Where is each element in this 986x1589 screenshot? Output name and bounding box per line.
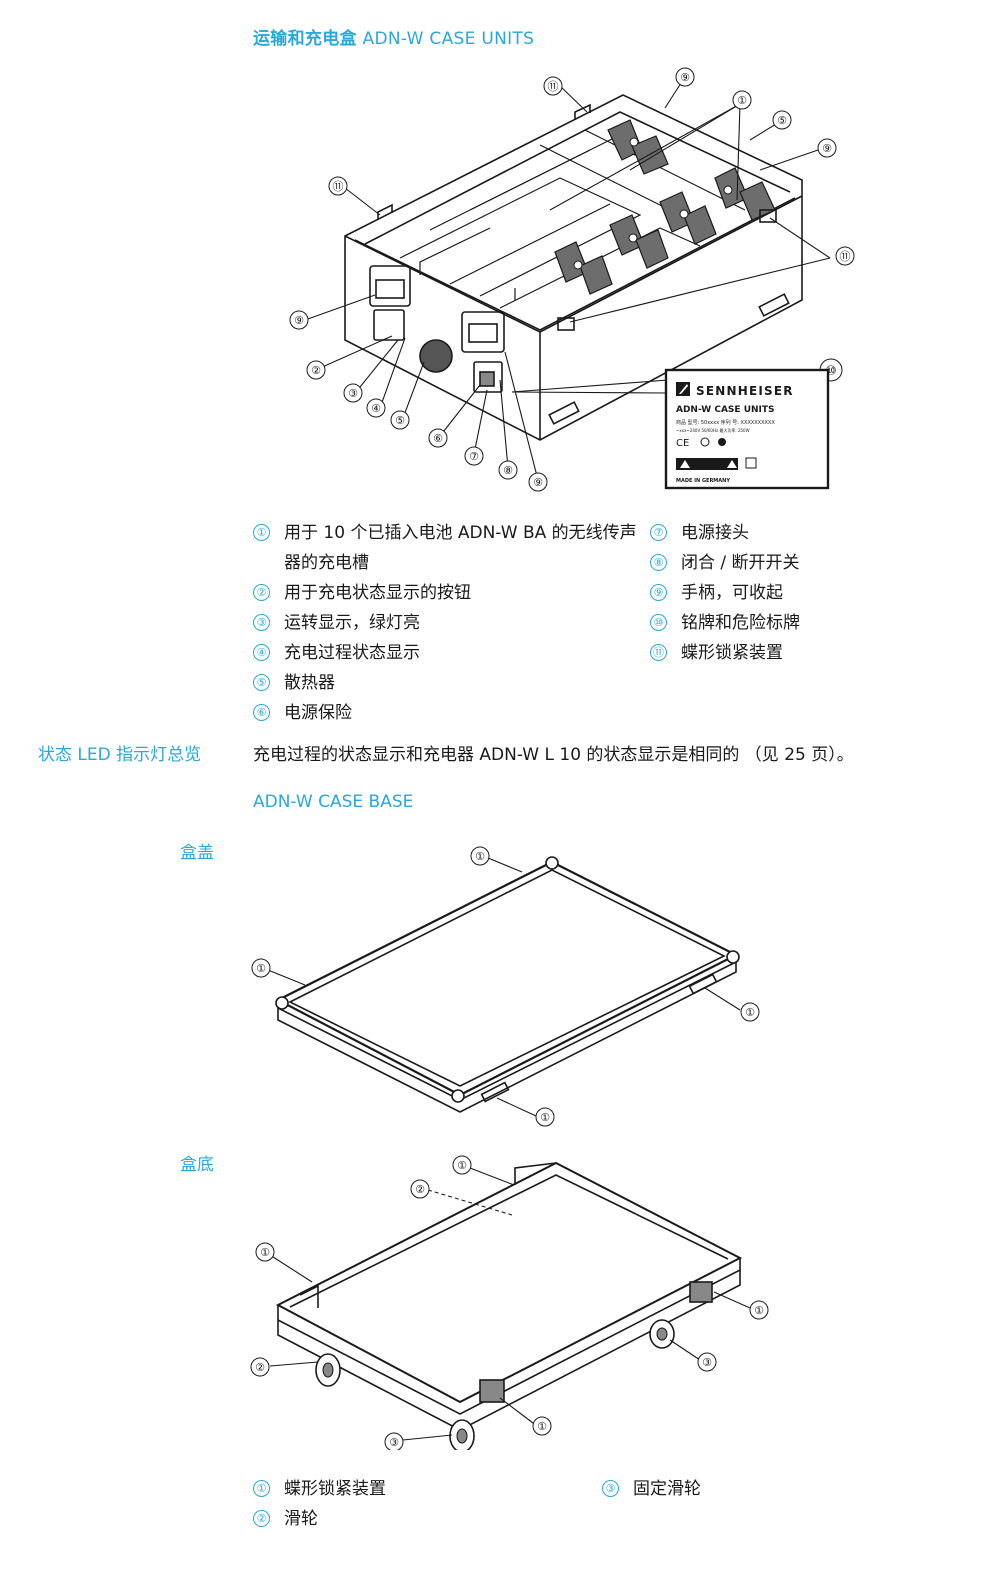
callout: ① <box>475 850 485 863</box>
callout: ① <box>737 94 747 107</box>
callout: ① <box>745 1006 755 1019</box>
lid-label: 盒盖 <box>180 843 214 863</box>
callout: ① <box>260 1246 270 1259</box>
callout: ② <box>415 1183 425 1196</box>
label-line1: 商品 型号: 50xxxx 序列 号: XXXXXXXXXX <box>676 419 775 426</box>
callout: ⑪ <box>333 180 344 193</box>
callout: ⑨ <box>680 71 690 84</box>
callout: ① <box>537 1420 547 1433</box>
title-en: ADN-W CASE UNITS <box>362 29 535 49</box>
label-brand: SENNHEISER <box>696 384 794 398</box>
callout: ⑨ <box>533 476 543 489</box>
callout: ③ <box>702 1356 712 1369</box>
callout: ④ <box>371 402 381 415</box>
label-ce-mark: CE <box>676 438 689 449</box>
bottom-label: 盒底 <box>180 1155 214 1175</box>
page-title: 运输和充电盒 ADN-W CASE UNITS <box>253 24 534 49</box>
callout: ③ <box>348 387 358 400</box>
label-line2: ~xxx~240V 50/60Hz 最大功率: 250W <box>676 427 750 433</box>
callout: ③ <box>389 1436 399 1449</box>
title-cn: 运输和充电盒 <box>253 29 357 49</box>
label-model: ADN-W CASE UNITS <box>676 405 775 415</box>
callout: ② <box>311 364 321 377</box>
callout: ① <box>540 1111 550 1124</box>
callout: ⑦ <box>469 450 479 463</box>
callout: ② <box>255 1361 265 1374</box>
callout: ⑧ <box>503 464 513 477</box>
callout: ⑤ <box>395 414 405 427</box>
case-bottom-illustration: ① ② ① ② ① ③ ① ③ <box>250 1155 769 1450</box>
callout: ⑤ <box>777 114 787 127</box>
led-text: 充电过程的状态显示和充电器 ADN-W L 10 的状态显示是相同的 （见 25… <box>253 745 854 765</box>
callout: ① <box>256 962 266 975</box>
callout: ⑪ <box>548 80 559 93</box>
callout: ⑨ <box>294 314 304 327</box>
label-made-in: MADE IN GERMANY <box>676 478 730 484</box>
led-side-label: 状态 LED 指示灯总览 <box>38 745 202 765</box>
callout: ⑥ <box>433 432 443 445</box>
callout: ① <box>754 1304 764 1317</box>
callout: ① <box>457 1159 467 1172</box>
base-heading: ADN-W CASE BASE <box>253 792 414 812</box>
callout: ⑩ <box>825 364 837 379</box>
callout: ⑨ <box>822 142 832 155</box>
case-units-illustration: ⑪ ⑨ ① ⑤ ⑨ ⑪ ⑪ ⑨ ② ③ ④ ⑤ ⑥ ⑦ ⑧ ⑨ ⑩ SENNHE… <box>289 67 855 492</box>
case-lid-illustration: ① ① ① ① <box>251 846 760 1127</box>
callout: ⑪ <box>840 250 851 263</box>
